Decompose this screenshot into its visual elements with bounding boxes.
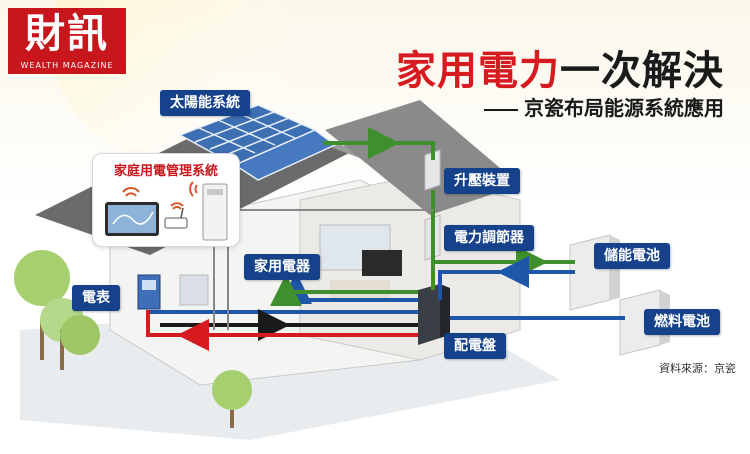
distribution-board-side (440, 284, 450, 338)
tree-front (212, 370, 252, 428)
page-title: 家用電力一次解決 (396, 38, 724, 96)
flow-board-to-meter-red (146, 310, 418, 337)
small-window (179, 274, 209, 306)
label-solar: 太陽能系統 (160, 90, 250, 116)
label-appliances: 家用電器 (244, 254, 320, 280)
label-meter: 電表 (72, 285, 120, 311)
wifi-icon (122, 187, 140, 197)
wifi-icon (170, 202, 184, 210)
tv (362, 250, 402, 276)
label-booster: 升壓裝置 (444, 168, 520, 194)
title-dark: 一次解決 (560, 48, 724, 94)
flow-board-to-appliances-green (270, 274, 418, 306)
label-fuel-cell: 燃料電池 (644, 309, 720, 335)
hems-panel: 家庭用電管理系統 (92, 153, 240, 247)
label-storage-battery: 儲能電池 (594, 243, 670, 269)
label-distribution-board: 配電盤 (444, 333, 506, 359)
hems-title: 家庭用電管理系統 (113, 164, 218, 179)
router-icon (164, 217, 188, 229)
page-subtitle: 京瓷布局能源系統應用 (484, 92, 724, 121)
logo-sub: WEALTH MAGAZINE (20, 61, 114, 70)
distribution-board-unit (418, 284, 440, 345)
label-conditioner: 電力調節器 (444, 225, 534, 251)
source-note: 資料來源：京瓷 (659, 362, 736, 375)
controller-icon (202, 183, 228, 241)
magazine-logo: 財訊 WEALTH MAGAZINE (8, 8, 126, 74)
title-red: 家用電力 (396, 48, 560, 94)
wifi-icon (189, 181, 198, 197)
hems-devices (105, 181, 228, 241)
logo-main: 財訊 (25, 10, 109, 57)
flow-board-to-meter-blue (148, 310, 418, 314)
meter-display (142, 280, 156, 290)
